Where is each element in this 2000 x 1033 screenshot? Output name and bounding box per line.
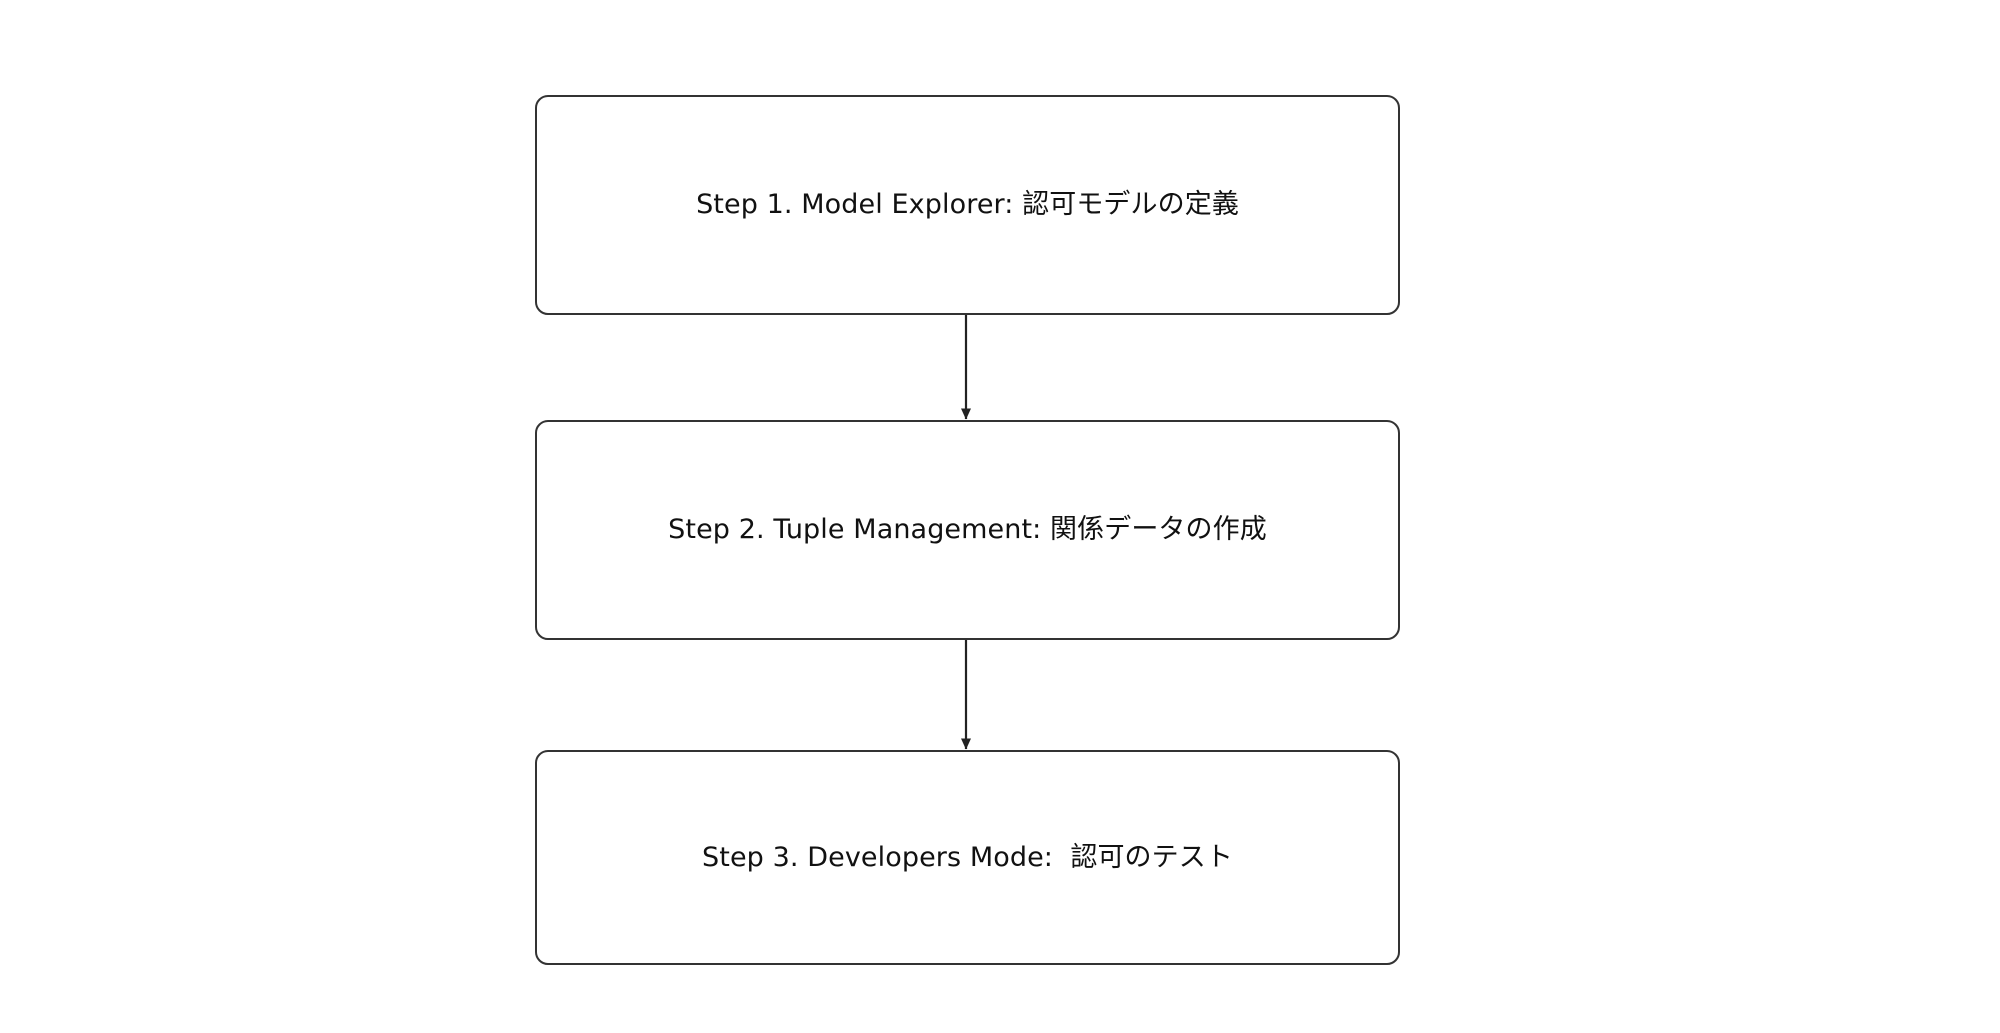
flow-node-step2-label: Step 2. Tuple Management: 関係データの作成 [668,514,1267,546]
flow-node-step2[interactable]: Step 2. Tuple Management: 関係データの作成 [535,420,1400,640]
flow-node-step1[interactable]: Step 1. Model Explorer: 認可モデルの定義 [535,95,1400,315]
flow-node-step1-label: Step 1. Model Explorer: 認可モデルの定義 [696,189,1239,221]
flow-node-step3[interactable]: Step 3. Developers Mode: 認可のテスト [535,750,1400,965]
flow-node-step3-label: Step 3. Developers Mode: 認可のテスト [702,841,1233,873]
